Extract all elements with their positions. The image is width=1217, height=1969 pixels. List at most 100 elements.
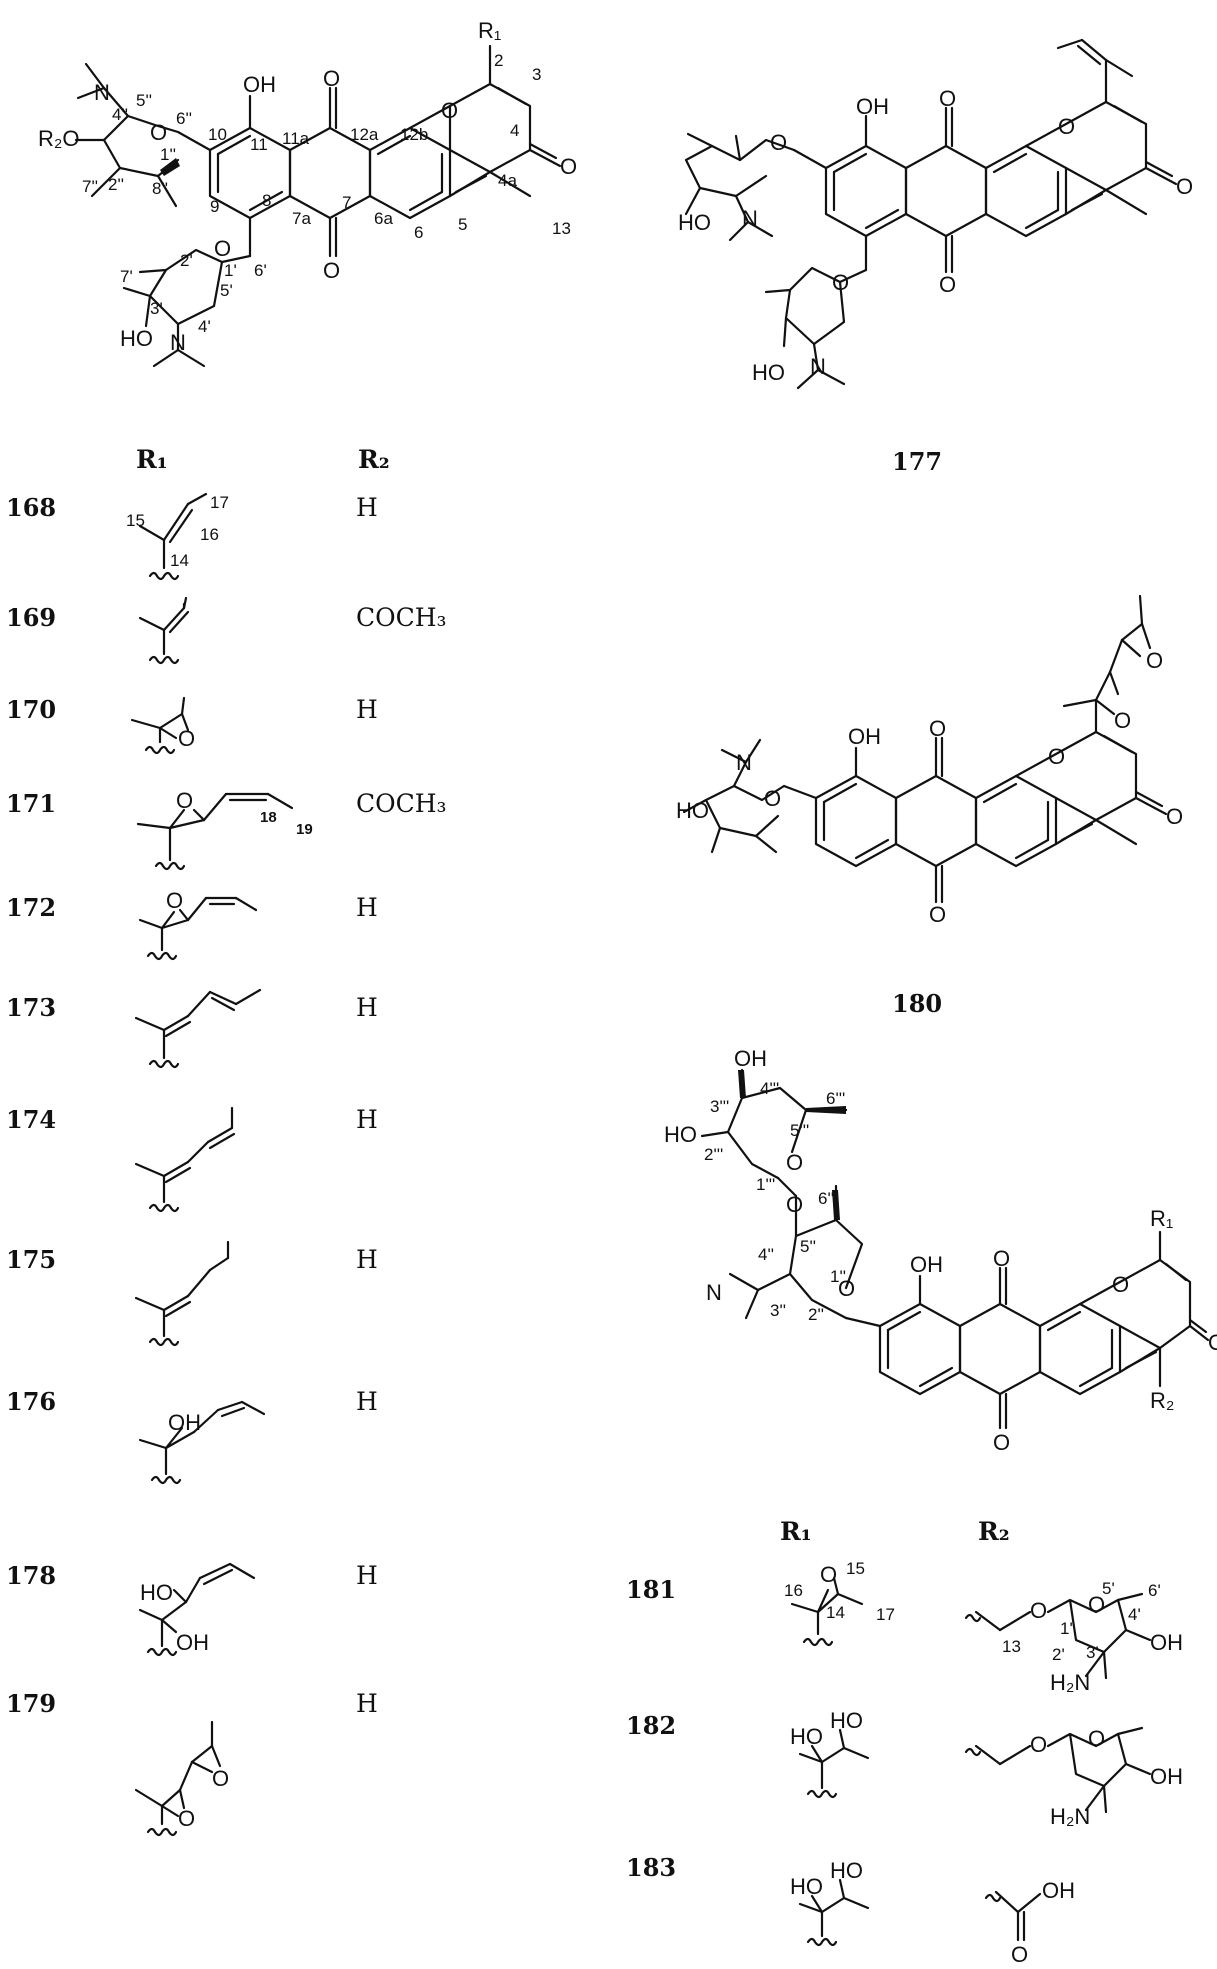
- r2-value: H: [356, 695, 378, 724]
- svg-text:1''': 1''': [756, 1175, 775, 1194]
- svg-text:OH: OH: [848, 724, 881, 749]
- svg-text:O: O: [1114, 708, 1131, 733]
- compound-id: 172: [6, 893, 56, 922]
- ring-o-pyranone: O: [441, 98, 458, 123]
- svg-text:O: O: [166, 888, 183, 913]
- svg-text:HO: HO: [140, 1580, 173, 1605]
- compound-id: 171: [6, 789, 56, 818]
- svg-text:N: N: [810, 354, 826, 379]
- compound-id: 174: [6, 1105, 56, 1134]
- r1-substituent-170: O: [130, 696, 195, 755]
- svg-text:2''': 2''': [704, 1145, 723, 1164]
- svg-text:11a: 11a: [282, 129, 310, 148]
- svg-text:7': 7': [120, 267, 133, 286]
- r1-substituent-171: O 18 19: [136, 788, 313, 871]
- compound-id: 183: [626, 1853, 676, 1882]
- svg-text:HO: HO: [790, 1874, 823, 1899]
- svg-text:O: O: [820, 1562, 837, 1587]
- svg-text:6a: 6a: [374, 209, 393, 228]
- svg-text:O: O: [1058, 114, 1075, 139]
- header-r2: R₂: [358, 445, 390, 474]
- left-table: 168 H 15 17 16 14 169 COCH₃ 170 H: [6, 492, 447, 1837]
- svg-text:O: O: [832, 270, 849, 295]
- ring-o-upper-sugar: O: [150, 120, 167, 145]
- compound-id: 175: [6, 1245, 56, 1274]
- svg-text:4': 4': [198, 317, 211, 336]
- svg-text:6': 6': [254, 261, 267, 280]
- svg-text:O: O: [1166, 804, 1183, 829]
- svg-text:2: 2: [494, 51, 503, 70]
- svg-text:OH: OH: [176, 1630, 209, 1655]
- r1-substituent-178: OH HO: [138, 1562, 256, 1657]
- svg-text:O: O: [1011, 1942, 1028, 1967]
- r2o-label: R₂O: [38, 126, 80, 151]
- svg-text:13: 13: [552, 219, 571, 238]
- r2-value: H: [356, 493, 378, 522]
- svg-text:5': 5': [1102, 1579, 1115, 1598]
- r1-substituent-181: O 16 15 14 17: [784, 1559, 895, 1647]
- svg-text:O: O: [786, 1192, 803, 1217]
- svg-text:7'': 7'': [82, 177, 98, 196]
- svg-text:6'': 6'': [176, 109, 192, 128]
- r1-substituent-176: OH: [138, 1400, 266, 1485]
- svg-text:O: O: [1088, 1726, 1105, 1751]
- r1-substituent-172: O: [138, 888, 258, 961]
- svg-text:O: O: [786, 1150, 803, 1175]
- r2-value: COCH₃: [356, 789, 447, 818]
- ho-label-lower: HO: [120, 326, 153, 351]
- r1-substituent-183: HO HO: [790, 1858, 870, 1947]
- compound-label-180: 180: [892, 989, 942, 1018]
- svg-text:OH: OH: [1042, 1878, 1075, 1903]
- svg-text:7a: 7a: [292, 209, 311, 228]
- header-r1: R₁: [136, 445, 168, 474]
- svg-text:HO: HO: [678, 210, 711, 235]
- svg-text:O: O: [1208, 1330, 1217, 1355]
- svg-text:H₂N: H₂N: [1050, 1804, 1090, 1829]
- svg-text:2': 2': [180, 251, 193, 270]
- svg-text:HO: HO: [676, 798, 709, 823]
- svg-text:O: O: [212, 1766, 229, 1791]
- carbonyl-o-right: O: [560, 154, 577, 179]
- svg-text:O: O: [770, 130, 787, 155]
- ring-o-lower-sugar: O: [214, 236, 231, 261]
- header-r2-right: R₂: [978, 1517, 1010, 1546]
- svg-text:O: O: [1030, 1598, 1047, 1623]
- r1-substituent-169: [138, 596, 190, 665]
- svg-text:O: O: [939, 272, 956, 297]
- r2-value: H: [356, 893, 378, 922]
- svg-text:O: O: [929, 716, 946, 741]
- svg-text:4a: 4a: [498, 171, 517, 190]
- svg-text:1'': 1'': [160, 145, 176, 164]
- svg-text:4': 4': [1128, 1605, 1141, 1624]
- svg-text:16: 16: [784, 1581, 803, 1600]
- carbonyl-o-top: O: [323, 66, 340, 91]
- svg-text:1': 1': [1060, 1619, 1073, 1638]
- svg-text:HO: HO: [830, 1858, 863, 1883]
- svg-text:17: 17: [876, 1605, 895, 1624]
- core-structure-168: [74, 44, 562, 368]
- svg-text:4'': 4'': [758, 1245, 774, 1264]
- r2-substituent-182: O O OH H₂N: [964, 1726, 1183, 1829]
- r2-value: H: [356, 1689, 378, 1718]
- core-structure-labels: R₁ OH O O O O N R₂O O O HO N 2 3 4 4a 5 …: [38, 18, 577, 355]
- svg-text:2': 2': [1052, 1645, 1065, 1664]
- right-table: 181 O 16 15 14 17 O O OH H: [626, 1559, 1183, 1967]
- svg-text:HO: HO: [664, 1122, 697, 1147]
- r2-value: H: [356, 1245, 378, 1274]
- svg-text:17: 17: [210, 493, 229, 512]
- svg-text:O: O: [178, 1806, 195, 1831]
- svg-text:8'': 8'': [152, 179, 168, 198]
- n-label-upper: N: [94, 80, 110, 105]
- svg-text:14: 14: [170, 551, 189, 570]
- svg-text:12b: 12b: [400, 125, 428, 144]
- svg-text:O: O: [1112, 1272, 1129, 1297]
- svg-text:15: 15: [846, 1559, 865, 1578]
- svg-text:5'': 5'': [136, 91, 152, 110]
- svg-text:O: O: [1146, 648, 1163, 673]
- r1-substituent-173: [134, 988, 262, 1069]
- svg-text:O: O: [993, 1430, 1010, 1455]
- r1-substituent-175: [134, 1240, 230, 1347]
- oh-label: OH: [243, 72, 276, 97]
- r1-label: R₁: [478, 18, 501, 43]
